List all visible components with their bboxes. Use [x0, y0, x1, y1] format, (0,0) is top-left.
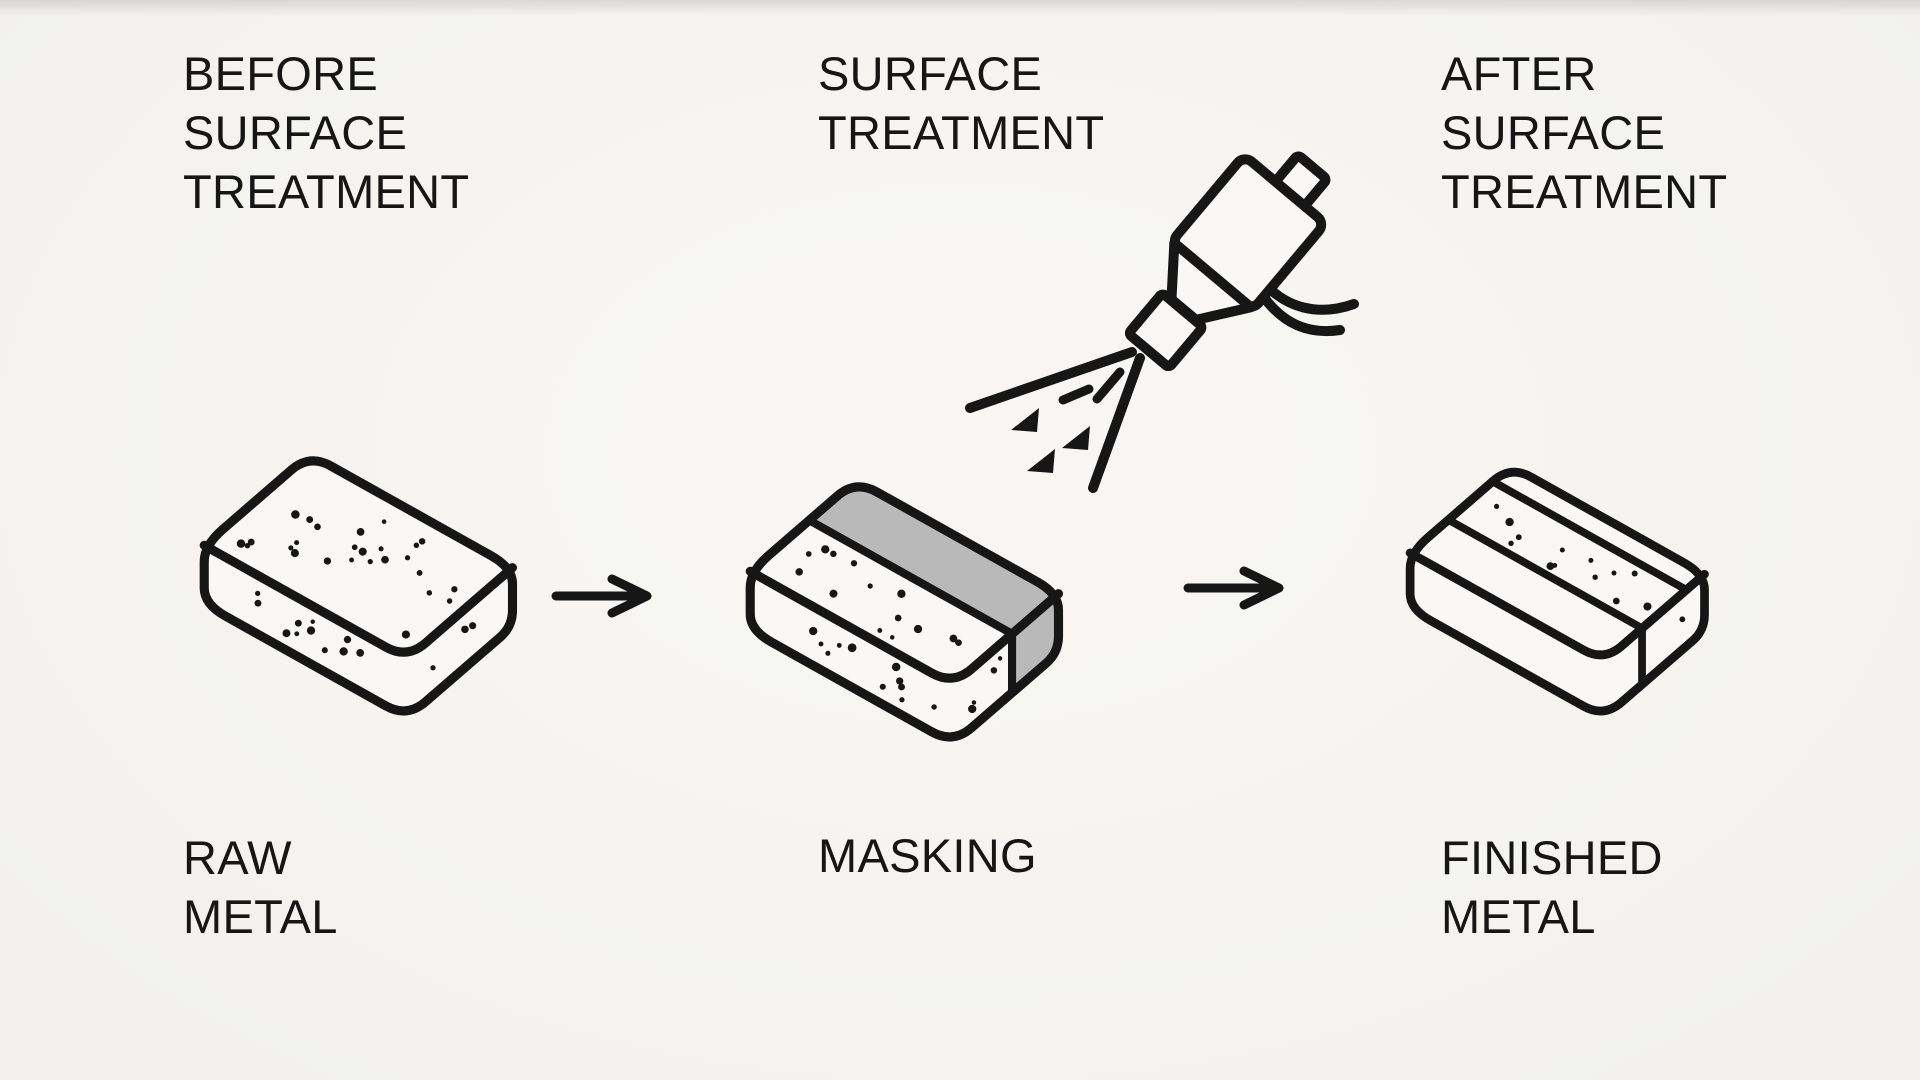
masked-metal-block-illustration [745, 482, 1064, 742]
stage-caption-raw-metal: RAW METAL [183, 831, 338, 943]
scan-shadow [0, 0, 1920, 16]
stage-header-before: BEFORE SURFACE TREATMENT [183, 47, 470, 218]
raw-metal-block-illustration [199, 456, 518, 716]
finished-metal-block-illustration [1405, 467, 1709, 716]
stage-caption-finished-metal: FINISHED METAL [1441, 831, 1663, 943]
arrow-right-icon [551, 574, 652, 618]
spray-gun-icon [965, 151, 1359, 493]
stage-header-after: AFTER SURFACE TREATMENT [1441, 47, 1728, 218]
arrow-right-icon [1183, 566, 1284, 610]
stage-header-treatment: SURFACE TREATMENT [818, 47, 1105, 159]
stage-caption-masking: MASKING [818, 829, 1037, 882]
